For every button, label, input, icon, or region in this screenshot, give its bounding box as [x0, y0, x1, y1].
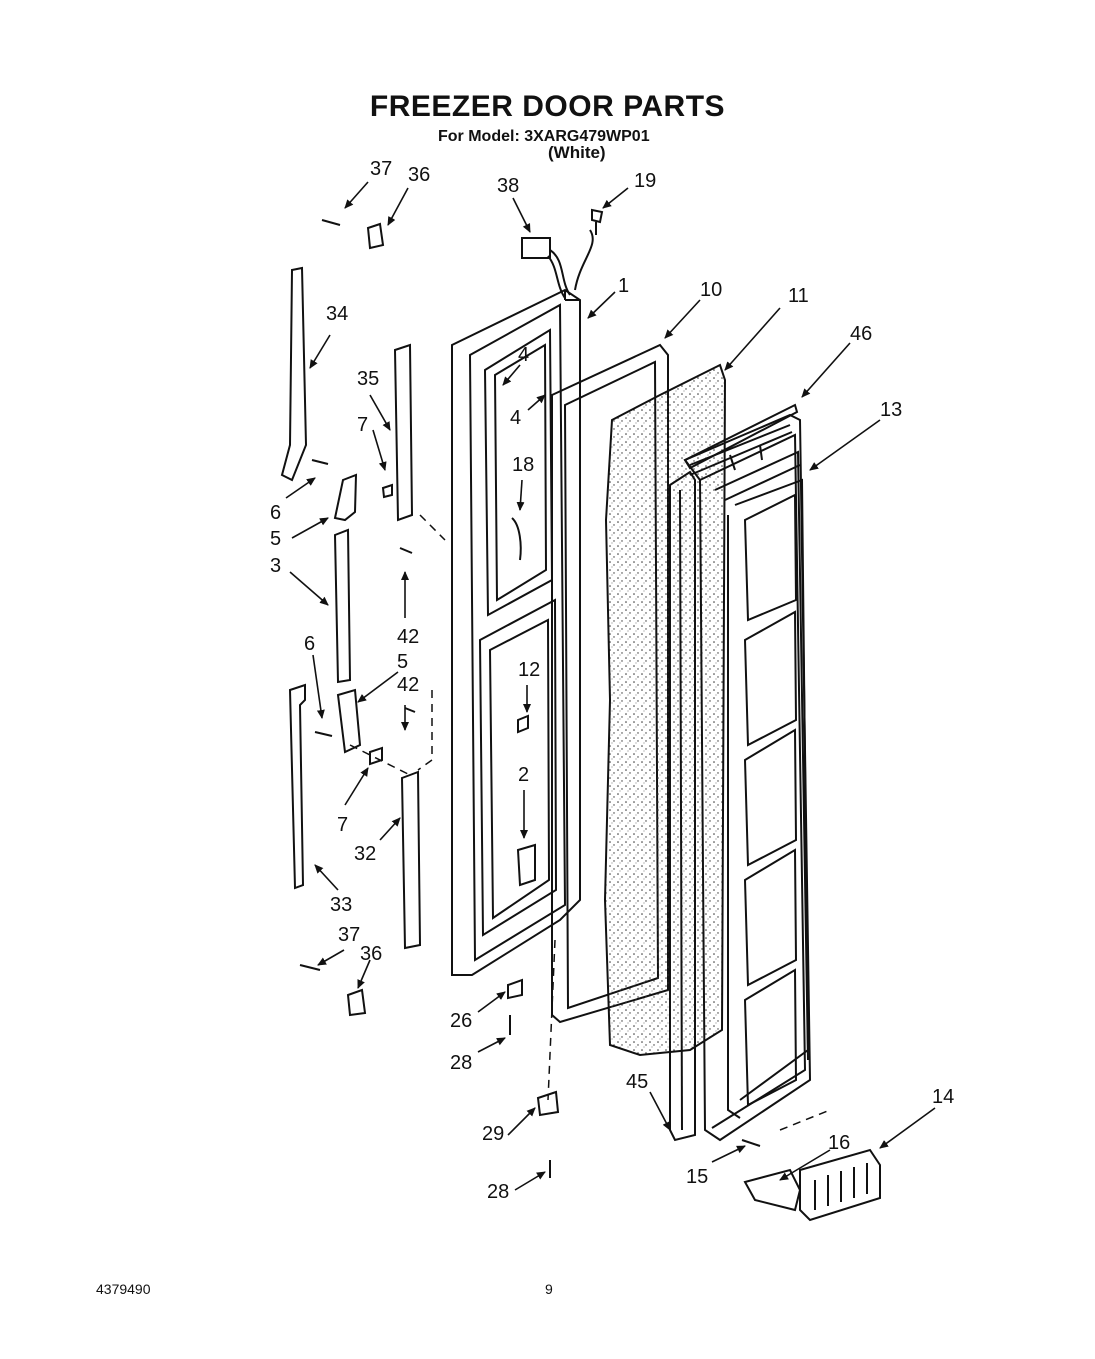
screws — [299, 219, 416, 971]
handle-rail-35 — [393, 343, 414, 522]
callout-26: 26 — [450, 1010, 472, 1032]
callout-13: 13 — [880, 399, 902, 421]
panel-small-parts — [511, 517, 536, 887]
color-label: (White) — [548, 143, 606, 162]
page-title: FREEZER DOOR PARTS — [369, 90, 726, 123]
callout-32: 32 — [354, 843, 376, 865]
callout-37: 37 — [370, 158, 392, 180]
clip-part-36 — [346, 222, 385, 1017]
side-trim-33 — [288, 683, 306, 890]
callout-5b: 5 — [397, 651, 408, 673]
screw-part-15 — [741, 1139, 761, 1147]
page-number: 9 — [545, 1281, 553, 1297]
callout-16: 16 — [828, 1132, 850, 1154]
callout-36: 36 — [408, 164, 430, 186]
callout-11: 11 — [788, 285, 809, 307]
callout-15: 15 — [686, 1166, 708, 1188]
bracket-part-5 — [333, 473, 362, 754]
callout-6a: 6 — [270, 502, 281, 524]
callout-42a: 42 — [397, 626, 419, 648]
callout-10: 10 — [700, 279, 722, 301]
callout-14: 14 — [932, 1086, 954, 1108]
trim-strip-part — [683, 403, 799, 470]
toe-grille-part-14 — [799, 1148, 881, 1222]
callout-28b: 28 — [487, 1181, 509, 1203]
bracket-part-16 — [743, 1168, 802, 1212]
callout-45: 45 — [626, 1071, 648, 1093]
callout-28a: 28 — [450, 1052, 472, 1074]
callout-5a: 5 — [270, 528, 281, 550]
screw-part-19 — [591, 208, 604, 235]
callout-2: 2 — [518, 764, 529, 786]
callout-29: 29 — [482, 1123, 504, 1145]
callout-4b: 4 — [510, 407, 521, 429]
alignment-lines — [349, 514, 831, 1131]
callout-3: 3 — [270, 555, 281, 577]
callout-7a: 7 — [357, 414, 368, 436]
callout-4a: 4 — [518, 344, 529, 366]
callout-12: 12 — [518, 659, 540, 681]
callout-34: 34 — [326, 303, 348, 325]
trim-part-3 — [333, 528, 352, 684]
callout-19: 19 — [634, 170, 656, 192]
side-trim-34 — [280, 266, 308, 482]
callout-1: 1 — [618, 275, 629, 297]
callout-42b: 42 — [397, 674, 419, 696]
callout-46: 46 — [850, 323, 872, 345]
document-number: 4379490 — [96, 1281, 151, 1297]
bracket-part-7 — [369, 483, 393, 766]
callout-36b: 36 — [360, 943, 382, 965]
callout-arrows — [285, 181, 936, 1191]
door-panel-part — [451, 288, 581, 976]
callout-38: 38 — [497, 175, 519, 197]
model-line: For Model: 3XARG479WP01 — [438, 128, 650, 145]
handle-rail-32 — [400, 770, 422, 950]
callout-7b: 7 — [337, 814, 348, 836]
callout-6b: 6 — [304, 633, 315, 655]
hinge-parts — [507, 978, 560, 1178]
callout-35: 35 — [357, 368, 379, 390]
callout-labels: 37 36 38 19 34 1 10 11 46 35 4 4 7 18 13… — [270, 158, 954, 1203]
callout-33: 33 — [330, 894, 352, 916]
wire-harness-part — [521, 229, 594, 299]
callout-18: 18 — [512, 454, 534, 476]
callout-37b: 37 — [338, 924, 360, 946]
